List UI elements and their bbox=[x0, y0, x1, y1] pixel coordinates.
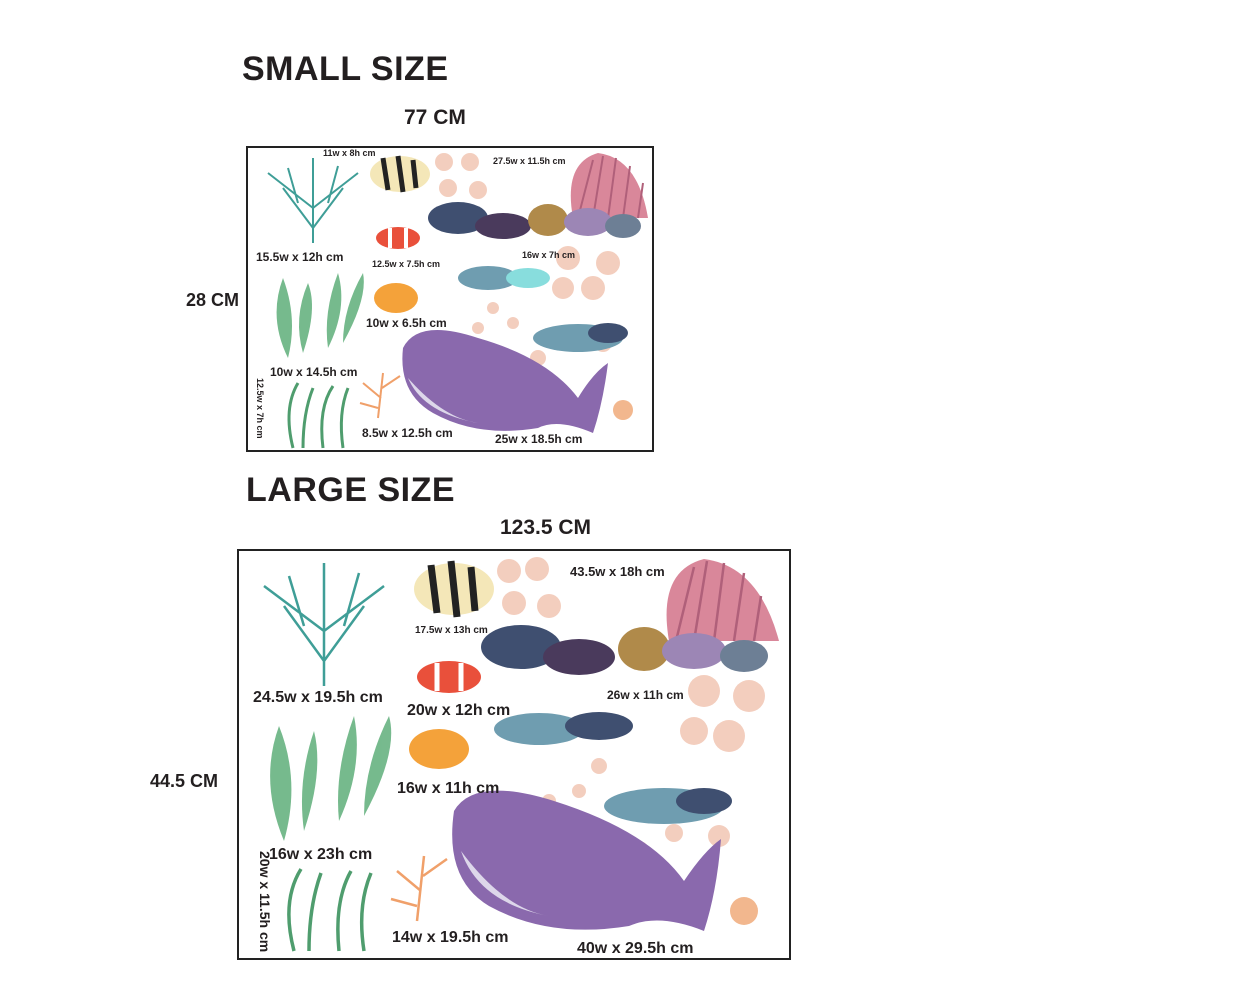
label-kelp: 10w x 14.5h cm bbox=[270, 365, 358, 379]
large-size-heading: LARGE SIZE bbox=[246, 471, 456, 509]
scallop-shell-illustration bbox=[666, 559, 779, 642]
orange-coral-illustration bbox=[359, 372, 401, 419]
small-size-heading: SMALL SIZE bbox=[242, 50, 449, 88]
label-yellow-fish: 10w x 6.5h cm bbox=[366, 316, 447, 330]
small-shell-illustration bbox=[730, 897, 758, 925]
label-seagrass: 12.5w x 7h cm bbox=[255, 378, 265, 439]
bubbles-illustration bbox=[435, 153, 620, 389]
mussels-rocks-illustration bbox=[481, 625, 768, 824]
label-yellow-fish: 16w x 11h cm bbox=[397, 780, 500, 797]
teal-coral-illustration bbox=[263, 563, 385, 686]
label-clownfish: 20w x 12h cm bbox=[407, 702, 511, 719]
seagrass-illustration bbox=[287, 868, 373, 952]
whale-illustration bbox=[452, 790, 721, 931]
label-whale: 40w x 29.5h cm bbox=[577, 940, 694, 957]
clownfish-illustration bbox=[376, 227, 420, 249]
scallop-shell-illustration bbox=[570, 153, 648, 219]
striped-fish-illustration bbox=[370, 155, 430, 193]
whale-illustration bbox=[402, 330, 608, 433]
small-decal-artwork bbox=[267, 153, 648, 449]
label-coral: 15.5w x 12h cm bbox=[256, 250, 344, 264]
large-decal-artwork bbox=[263, 557, 779, 952]
small-decal-sheet: 11w x 8h cm 27.5w x 11.5h cm 15.5w x 12h… bbox=[246, 146, 654, 452]
label-coral: 24.5w x 19.5h cm bbox=[253, 689, 383, 706]
label-orange-coral: 14w x 19.5h cm bbox=[392, 929, 509, 946]
bubbles-illustration bbox=[497, 557, 765, 889]
label-shell-cluster: 27.5w x 11.5h cm bbox=[493, 156, 566, 166]
small-height-dimension: 28 CM bbox=[186, 290, 240, 310]
yellow-fish-illustration bbox=[409, 729, 469, 769]
label-kelp: 16w x 23h cm bbox=[269, 846, 373, 863]
label-whale: 25w x 18.5h cm bbox=[495, 432, 583, 446]
seagrass-illustration bbox=[287, 382, 350, 449]
label-seagrass: 20w x 11.5h cm bbox=[257, 851, 273, 953]
label-clownfish: 12.5w x 7.5h cm bbox=[372, 259, 441, 269]
mussels-rocks-illustration bbox=[428, 202, 641, 352]
label-rock-cluster: 16w x 7h cm bbox=[522, 250, 576, 260]
small-shell-illustration bbox=[613, 400, 633, 420]
label-shell-cluster: 43.5w x 18h cm bbox=[570, 564, 665, 579]
label-striped-fish: 11w x 8h cm bbox=[323, 148, 376, 158]
label-striped-fish: 17.5w x 13h cm bbox=[415, 625, 488, 636]
yellow-fish-illustration bbox=[374, 283, 418, 313]
striped-fish-illustration bbox=[414, 560, 494, 618]
label-orange-coral: 8.5w x 12.5h cm bbox=[362, 426, 453, 440]
orange-coral-illustration bbox=[390, 855, 448, 922]
kelp-illustration bbox=[270, 716, 392, 841]
large-height-dimension: 44.5 CM bbox=[150, 771, 219, 791]
large-decal-sheet: 43.5w x 18h cm 17.5w x 13h cm 24.5w x 19… bbox=[237, 549, 791, 960]
teal-coral-illustration bbox=[267, 158, 359, 243]
kelp-illustration bbox=[276, 273, 364, 358]
label-rock-cluster: 26w x 11h cm bbox=[607, 688, 684, 702]
clownfish-illustration bbox=[417, 661, 481, 693]
large-width-dimension: 123.5 CM bbox=[500, 516, 592, 539]
small-width-dimension: 77 CM bbox=[404, 106, 466, 129]
